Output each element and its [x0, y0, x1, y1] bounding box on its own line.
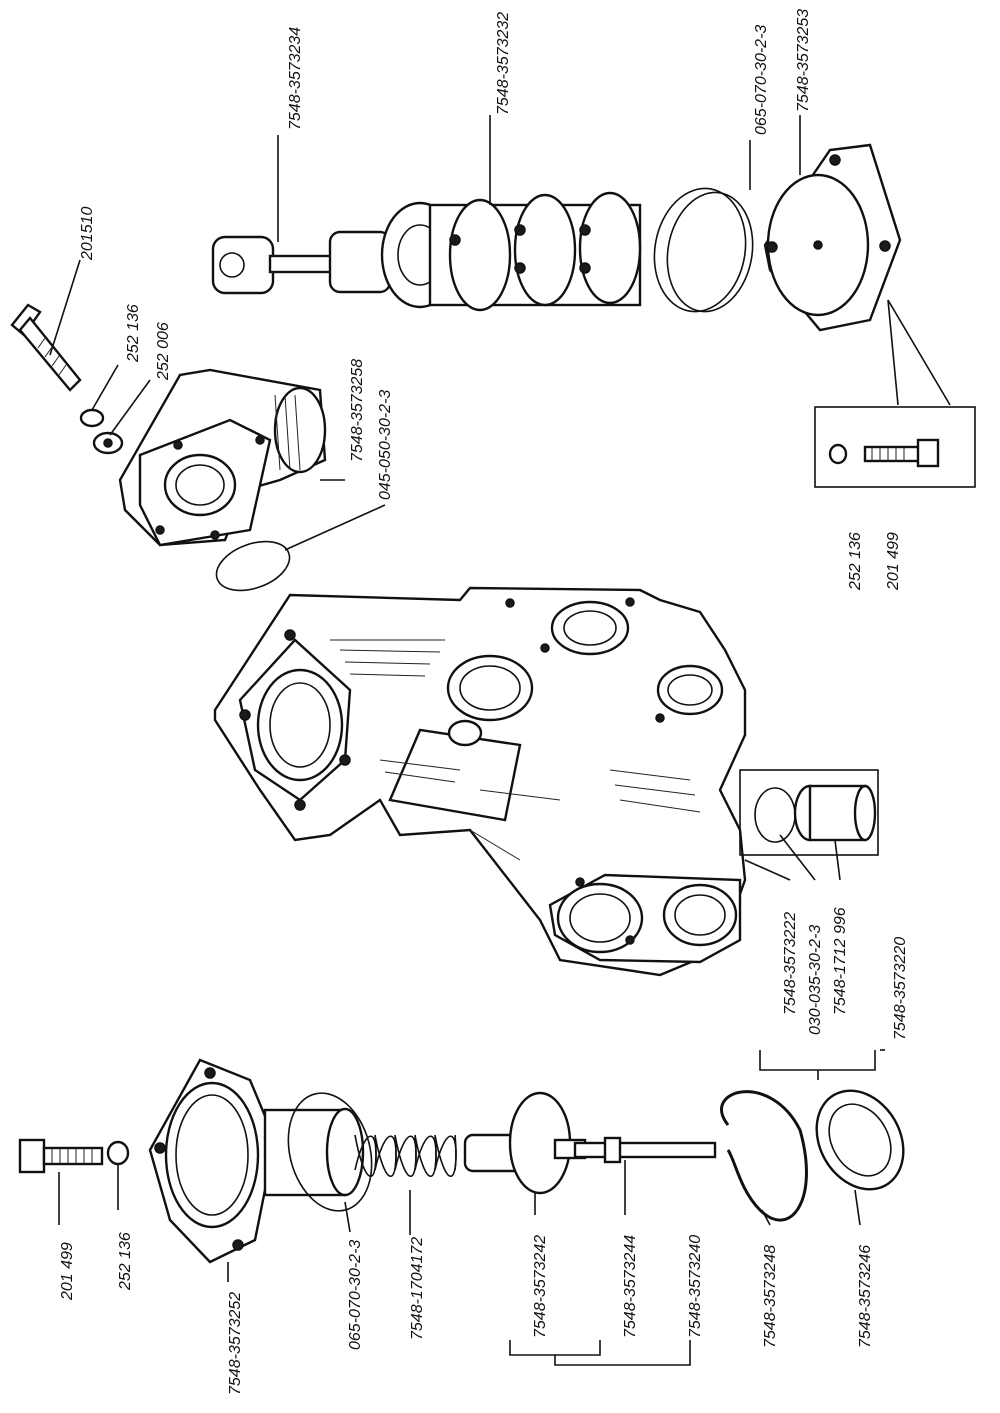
- plunger-7548-3573242: [463, 1091, 587, 1195]
- label-065-070-top: 065-070-30-2-3: [753, 25, 770, 135]
- inset-box-right: [814, 406, 976, 488]
- label-252006: 252 006: [155, 322, 172, 381]
- label-252136-top: 252 136: [125, 304, 142, 363]
- label-7548-3573246: 7548-3573246: [857, 1245, 874, 1348]
- label-7548-3573252: 7548-3573252: [227, 1292, 244, 1395]
- piston-7548-3573234: [211, 230, 392, 295]
- label-201499-right: 201 499: [885, 532, 902, 591]
- leader-lines: [49, 115, 885, 1366]
- o-ring-045-050: [215, 540, 291, 592]
- label-7548-3573242: 7548-3573242: [532, 1235, 549, 1338]
- label-252136-left: 252 136: [117, 1232, 134, 1291]
- label-030-035: 030-035-30-2-3: [807, 925, 824, 1035]
- label-252136-right: 252 136: [847, 532, 864, 591]
- snap-ring-7548-3573248: [720, 1090, 808, 1222]
- cover-7548-3573252: [148, 1058, 365, 1264]
- label-7548-3573220: 7548-3573220: [892, 937, 909, 1040]
- label-045-050: 045-050-30-2-3: [377, 390, 394, 500]
- label-7548-3573234: 7548-3573234: [287, 27, 304, 130]
- washer-252136-right: [828, 443, 848, 465]
- label-7548-3573244: 7548-3573244: [622, 1235, 639, 1338]
- spring-7548-1704172: [354, 1134, 457, 1178]
- part-labels: 201510 252 136 252 006 7548-3573258 045-…: [59, 9, 909, 1395]
- label-065-070-bottom: 065-070-30-2-3: [347, 1240, 364, 1350]
- label-7548-3573248: 7548-3573248: [762, 1245, 779, 1348]
- label-7548-3573232: 7548-3573232: [495, 12, 512, 115]
- valve-body: [213, 586, 747, 977]
- sleeve-7548-3573232: [380, 191, 642, 312]
- label-7548-1712996: 7548-1712 996: [832, 907, 849, 1015]
- label-201499-left: 201 499: [59, 1242, 76, 1301]
- label-7548-3573253: 7548-3573253: [795, 9, 812, 112]
- bolt-201499-left: [18, 1138, 104, 1174]
- label-7548-1704172: 7548-1704172: [409, 1237, 426, 1340]
- rod-7548-3573244: [573, 1136, 717, 1164]
- nut-7548-3573246: [815, 1089, 905, 1191]
- inset-box-center: [739, 769, 879, 856]
- label-201510: 201510: [79, 207, 96, 261]
- cover-7548-3573253: [763, 143, 902, 332]
- o-ring-065-070-top: [653, 187, 747, 313]
- washer-252136-left: [106, 1140, 130, 1166]
- washer-252136-top: [79, 408, 105, 428]
- bolt-201499-right: [863, 438, 940, 468]
- bushing-7548-1712996: [793, 784, 877, 842]
- label-7548-3573240: 7548-3573240: [687, 1235, 704, 1338]
- flange-7548-3573258: [118, 368, 327, 547]
- label-7548-3573222: 7548-3573222: [782, 912, 799, 1015]
- label-7548-3573258: 7548-3573258: [349, 359, 366, 462]
- o-ring-030-035: [754, 787, 796, 843]
- bolt-201510: [10, 303, 82, 392]
